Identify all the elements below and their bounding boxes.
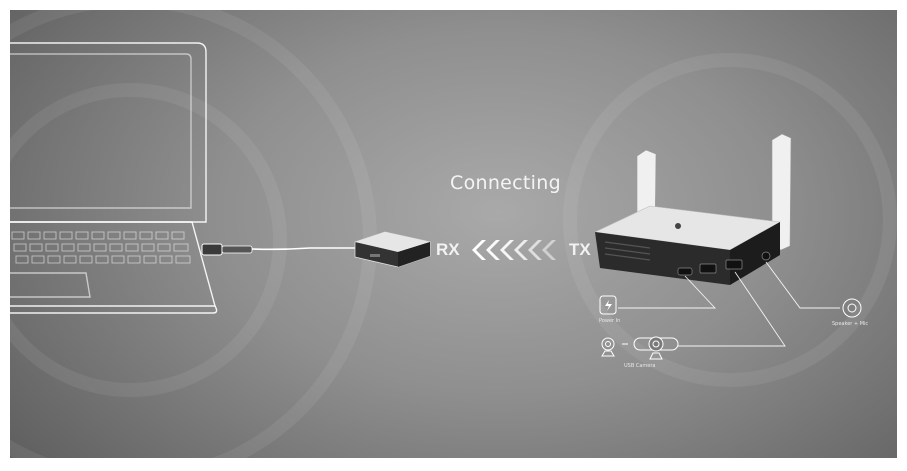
port-leader-lines xyxy=(618,261,840,347)
usb-port-1 xyxy=(699,263,717,274)
usb-port-2 xyxy=(725,259,743,270)
camera-icon xyxy=(601,336,679,360)
power-icon xyxy=(599,295,617,315)
speaker-mic-icon xyxy=(842,298,862,318)
connecting-label: Connecting xyxy=(450,172,561,194)
usb-cable xyxy=(201,243,355,256)
audio-port xyxy=(761,251,771,261)
usbc-port xyxy=(677,267,693,276)
rx-dongle xyxy=(354,231,431,268)
scene-svg xyxy=(10,10,897,458)
speaker-mic-label: Speaker + Mic xyxy=(832,321,869,327)
illustration: Connecting RX TX Power In USB Camera Spe… xyxy=(10,10,897,458)
signal-chevrons xyxy=(472,240,556,260)
laptop-keyboard xyxy=(11,231,191,264)
rx-label: RX xyxy=(436,240,460,259)
usb-camera-label: USB Camera xyxy=(624,363,656,369)
laptop-icon xyxy=(10,42,218,314)
tx-label: TX xyxy=(569,240,591,259)
power-in-label: Power In xyxy=(599,318,621,324)
tx-router xyxy=(593,133,792,285)
